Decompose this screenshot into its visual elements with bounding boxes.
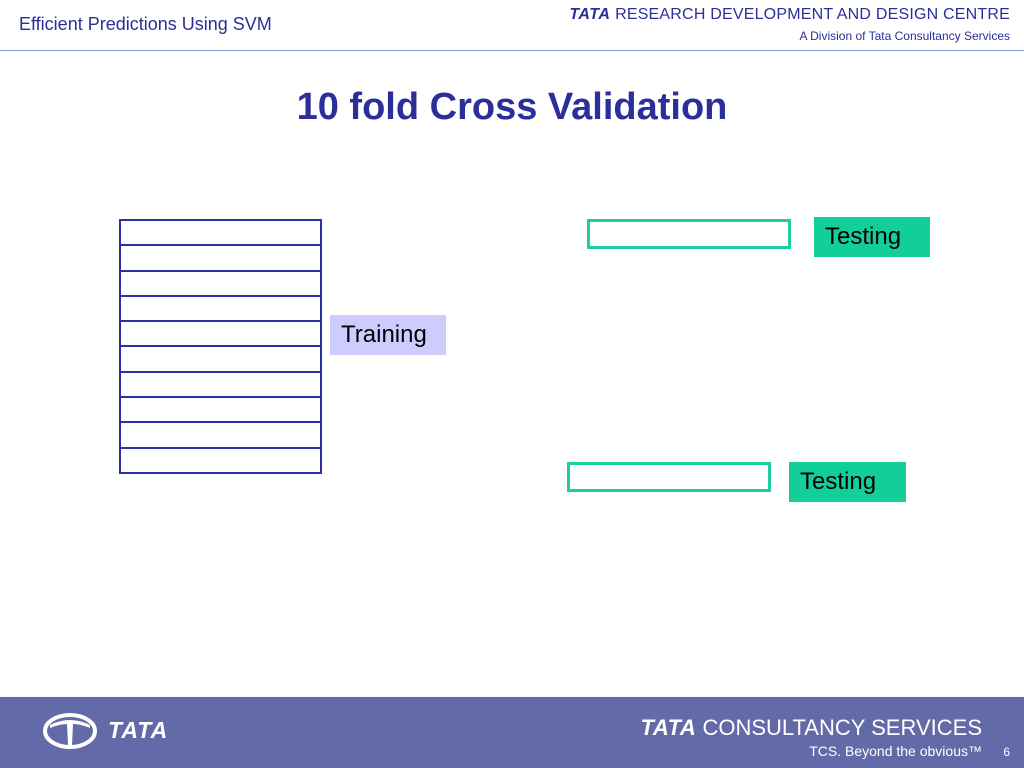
page-number: 6	[1003, 745, 1010, 759]
fold-4	[119, 294, 322, 323]
fold-2	[119, 244, 322, 272]
training-fold-stack	[119, 219, 322, 474]
footer-tcs-wordmark: TATA CONSULTANCY SERVICES	[641, 715, 982, 741]
tata-logo-icon	[42, 713, 98, 754]
footer-tagline: TCS. Beyond the obvious™	[809, 743, 982, 759]
footer-tcs-tata: TATA	[640, 715, 697, 740]
footer-tcs-rest: CONSULTANCY SERVICES	[702, 715, 982, 740]
brand-block: TATA RESEARCH DEVELOPMENT AND DESIGN CEN…	[569, 6, 1010, 43]
footer-tata-wordmark: TATA	[108, 717, 169, 743]
brand-name: TATA RESEARCH DEVELOPMENT AND DESIGN CEN…	[569, 6, 1010, 24]
fold-10	[119, 446, 322, 474]
testing-label-2: Testing	[789, 462, 906, 502]
fold-3	[119, 269, 322, 297]
header-title: Efficient Predictions Using SVM	[19, 14, 272, 34]
fold-8	[119, 396, 322, 424]
brand-tata: TATA	[569, 6, 611, 23]
footer-bar: TATA TATA CONSULTANCY SERVICES TCS. Beyo…	[0, 697, 1024, 768]
fold-6	[119, 345, 322, 373]
test-fold-2	[567, 462, 771, 492]
brand-subtitle: A Division of Tata Consultancy Services	[799, 29, 1010, 43]
testing-label-1: Testing	[814, 217, 930, 257]
fold-9	[119, 421, 322, 449]
test-fold-1	[587, 219, 791, 249]
training-label: Training	[330, 315, 446, 355]
fold-1	[119, 219, 322, 247]
slide-title: 10 fold Cross Validation	[296, 86, 728, 128]
fold-7	[119, 370, 322, 399]
header-divider	[0, 50, 1024, 51]
fold-5	[119, 320, 322, 348]
brand-rest: RESEARCH DEVELOPMENT AND DESIGN CENTRE	[615, 6, 1010, 23]
